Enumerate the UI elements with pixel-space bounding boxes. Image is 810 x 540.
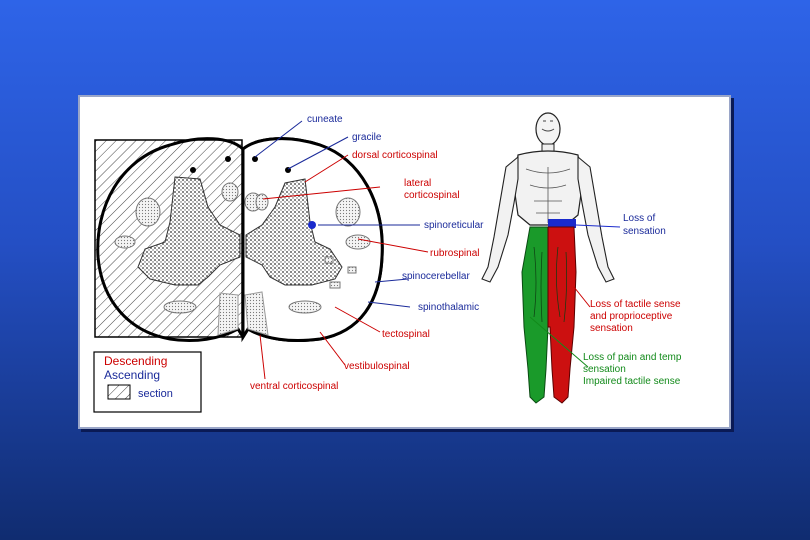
dorsal-dot (225, 156, 231, 162)
label-tactile-1: Loss of tactile sense (590, 299, 681, 310)
label-tactile-3: sensation (590, 323, 633, 334)
figure-head (536, 113, 560, 145)
label-pain-1: Loss of pain and temp (583, 352, 682, 363)
legend-section: section (138, 388, 173, 400)
tract-blob (348, 267, 356, 273)
label-dorsal-corticospinal: dorsal corticospinal (352, 150, 438, 161)
tract-blob (136, 198, 160, 226)
tract-blob (115, 236, 135, 248)
label-ventral-corticospinal: ventral corticospinal (250, 381, 338, 392)
legend-ascending: Ascending (104, 368, 160, 382)
label-gracile: gracile (352, 132, 382, 143)
lateral-corticospinal-area (256, 194, 268, 210)
tract-blob (164, 301, 196, 313)
rubrospinal-area (346, 235, 370, 249)
label-pain-3: Impaired tactile sense (583, 376, 681, 387)
figure-right-leg (548, 227, 576, 403)
slide-frame: cuneate gracile dorsal corticospinal lat… (78, 95, 731, 429)
tract-blob (336, 198, 360, 226)
dorsal-dot (190, 167, 196, 173)
label-spinocerebellar: spinocerebellar (402, 271, 470, 282)
legend: Descending Ascending section (94, 352, 201, 412)
label-tectospinal: tectospinal (382, 329, 430, 340)
ventral-area-left (218, 293, 238, 335)
label-loss-of: Loss of (623, 213, 655, 224)
spinal-cord-section (95, 139, 382, 341)
label-vestibulospinal: vestibulospinal (344, 361, 410, 372)
tract-blob (330, 282, 340, 288)
figure-right-arm (578, 157, 614, 282)
tract-blob (289, 301, 321, 313)
brown-sequard-diagram: cuneate gracile dorsal corticospinal lat… (90, 107, 717, 415)
label-spinothalamic: spinothalamic (418, 302, 479, 313)
diagram-panel: cuneate gracile dorsal corticospinal lat… (90, 107, 717, 415)
label-lateral: lateral (404, 178, 431, 189)
tract-blob (325, 257, 333, 263)
label-rubrospinal: rubrospinal (430, 248, 479, 259)
label-tactile-2: and proprioceptive (590, 311, 673, 322)
label-sensation: sensation (623, 226, 666, 237)
label-lateral-corticospinal: corticospinal (404, 190, 460, 201)
label-cuneate: cuneate (307, 114, 343, 125)
spinoreticular-dot (308, 221, 316, 229)
legend-descending: Descending (104, 354, 167, 368)
tract-blob (222, 183, 238, 201)
label-pain-2: sensation (583, 364, 626, 375)
label-spinoreticular: spinoreticular (424, 220, 484, 231)
figure-left-arm (482, 157, 518, 282)
legend-hatch-swatch (108, 385, 130, 399)
